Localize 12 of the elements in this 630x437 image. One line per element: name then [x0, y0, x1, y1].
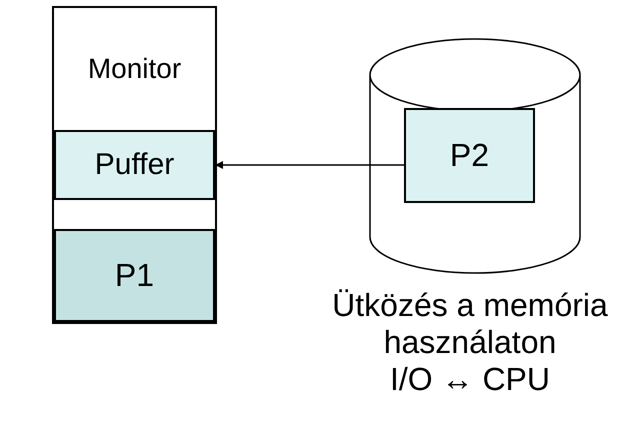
memory-section [54, 229, 215, 322]
node-label: Puffer [94, 148, 174, 182]
node-label: Monitor [88, 53, 182, 85]
node-label: P2 [450, 137, 490, 174]
note-text: Ütközés a memória használaton [331, 287, 609, 361]
disk-cylinder [369, 38, 581, 274]
memory-column [52, 6, 217, 324]
process-box [404, 108, 535, 203]
node-label: P1 [114, 257, 154, 294]
memory-section [54, 130, 215, 200]
note-text: I/O ↔ CPU [388, 361, 551, 398]
arrow [215, 161, 404, 169]
